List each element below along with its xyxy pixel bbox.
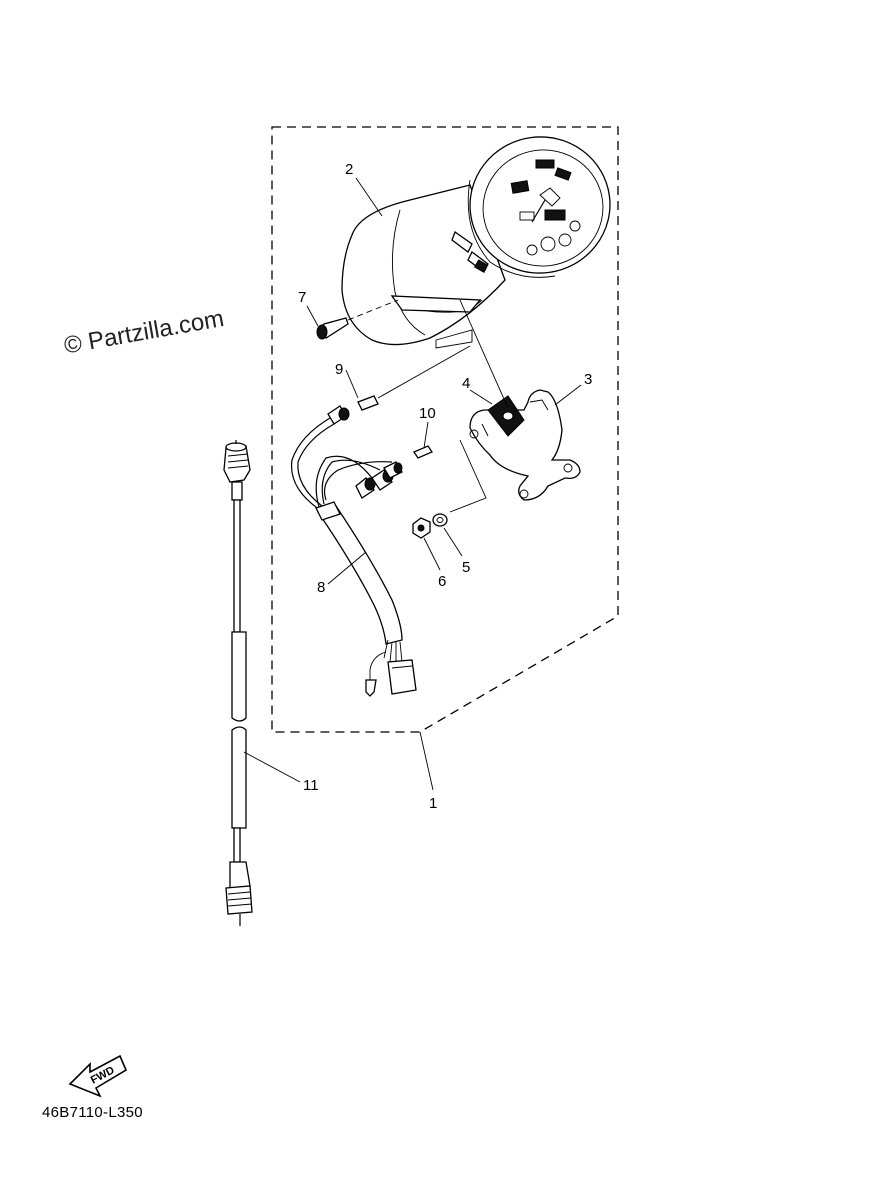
washer-5 — [432, 513, 448, 527]
speedometer-cable-11 — [223, 440, 253, 926]
damper-4 — [459, 299, 525, 437]
drawing-code: 46B7110-L350 — [42, 1104, 143, 1121]
callout-11: 11 — [303, 777, 319, 794]
fwd-arrow-icon: FWD — [68, 1054, 128, 1098]
bulb-9 — [357, 345, 471, 411]
leader-lines — [243, 177, 582, 791]
wire-harness-8 — [290, 405, 417, 697]
nut-6 — [412, 517, 431, 539]
assembly-boundary — [271, 126, 619, 733]
callout-9: 9 — [335, 361, 343, 378]
callout-6: 6 — [438, 573, 446, 590]
callout-5: 5 — [462, 559, 470, 576]
speedometer-assembly — [341, 136, 611, 349]
callout-7: 7 — [298, 289, 306, 306]
callout-8: 8 — [317, 579, 325, 596]
bulb-10 — [413, 445, 433, 459]
callout-3: 3 — [584, 371, 592, 388]
callout-2: 2 — [345, 161, 353, 178]
callout-10: 10 — [419, 405, 436, 422]
callout-1: 1 — [429, 795, 437, 812]
bracket-fastener-leader — [449, 439, 487, 513]
screw-7 — [316, 299, 399, 340]
callout-labels: 2 3 4 5 6 7 8 9 10 1 11 — [298, 161, 592, 812]
bracket-3 — [469, 389, 581, 501]
callout-4: 4 — [462, 375, 470, 392]
